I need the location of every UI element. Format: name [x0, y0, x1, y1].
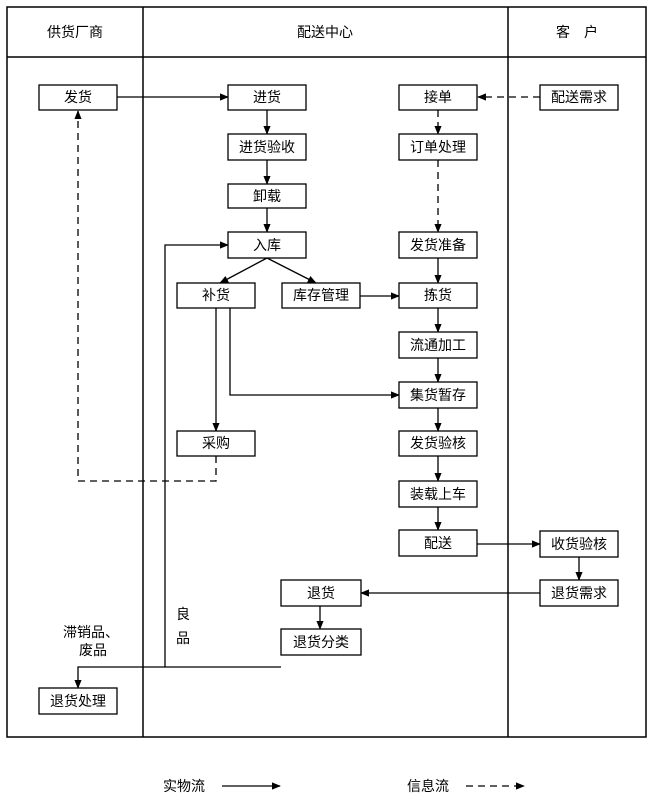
column-header-customer: 客 户	[556, 24, 598, 41]
column-header-supplier: 供货厂商	[47, 24, 103, 41]
column-header-center: 配送中心	[297, 25, 353, 41]
node-jianhuo: 拣货	[424, 287, 452, 304]
node-peisong-xuqiu: 配送需求	[551, 90, 607, 106]
node-jinhuo: 进货	[253, 89, 281, 106]
node-peisong: 配送	[424, 536, 452, 552]
label-zhixiao-line2: 废品	[79, 643, 107, 659]
node-xiezai: 卸载	[253, 189, 281, 205]
node-caigou: 采购	[202, 436, 230, 452]
node-buhuo: 补货	[202, 287, 230, 304]
node-tuihuo-xuqiu: 退货需求	[551, 585, 607, 602]
node-dingdan-chuli: 订单处理	[410, 140, 466, 156]
node-tuihuo: 退货	[307, 585, 335, 602]
node-fahuo: 发货	[64, 89, 92, 106]
node-jihuo-zancun: 集货暂存	[410, 387, 466, 404]
node-tuihuo-chuli: 退货处理	[50, 693, 106, 710]
flow-ruku-to-kucun	[266, 257, 317, 284]
node-jinhuo-yanshou: 进货验收	[239, 139, 295, 156]
label-liangpin-1: 良	[176, 607, 190, 623]
legend: 实物流 信息流	[163, 778, 525, 795]
flow-buhuo-to-jihuo	[229, 308, 400, 399]
flow-fenlei-to-tuihuochuli	[74, 666, 165, 689]
connectors	[74, 93, 583, 689]
process-nodes	[38, 84, 619, 715]
legend-info-flow-label: 信息流	[407, 778, 449, 795]
label-liangpin-2: 品	[176, 631, 190, 647]
label-zhixiao-line1: 滞销品、	[63, 625, 119, 641]
flow-ruku-to-buhuo	[219, 257, 268, 284]
node-ruku: 入库	[253, 238, 281, 254]
node-kucun-guanli: 库存管理	[293, 288, 349, 304]
legend-physical-flow-label: 实物流	[163, 779, 205, 795]
swimlane-frame	[6, 6, 647, 738]
node-jiedan: 接单	[424, 89, 452, 106]
node-tuihuo-fenlei: 退货分类	[293, 634, 349, 651]
node-fahuo-yanhe: 发货验核	[410, 435, 466, 452]
node-liutong-jiagong: 流通加工	[410, 338, 466, 354]
node-shouhuo-yanhe: 收货验核	[551, 536, 607, 553]
flow-fenlei-to-ruku-liangpin	[164, 241, 281, 668]
node-fahuo-zhunbei: 发货准备	[410, 237, 466, 254]
info-caigou-to-fahuo	[74, 110, 217, 482]
node-zhuangzai-shangche: 装载上车	[410, 486, 466, 503]
